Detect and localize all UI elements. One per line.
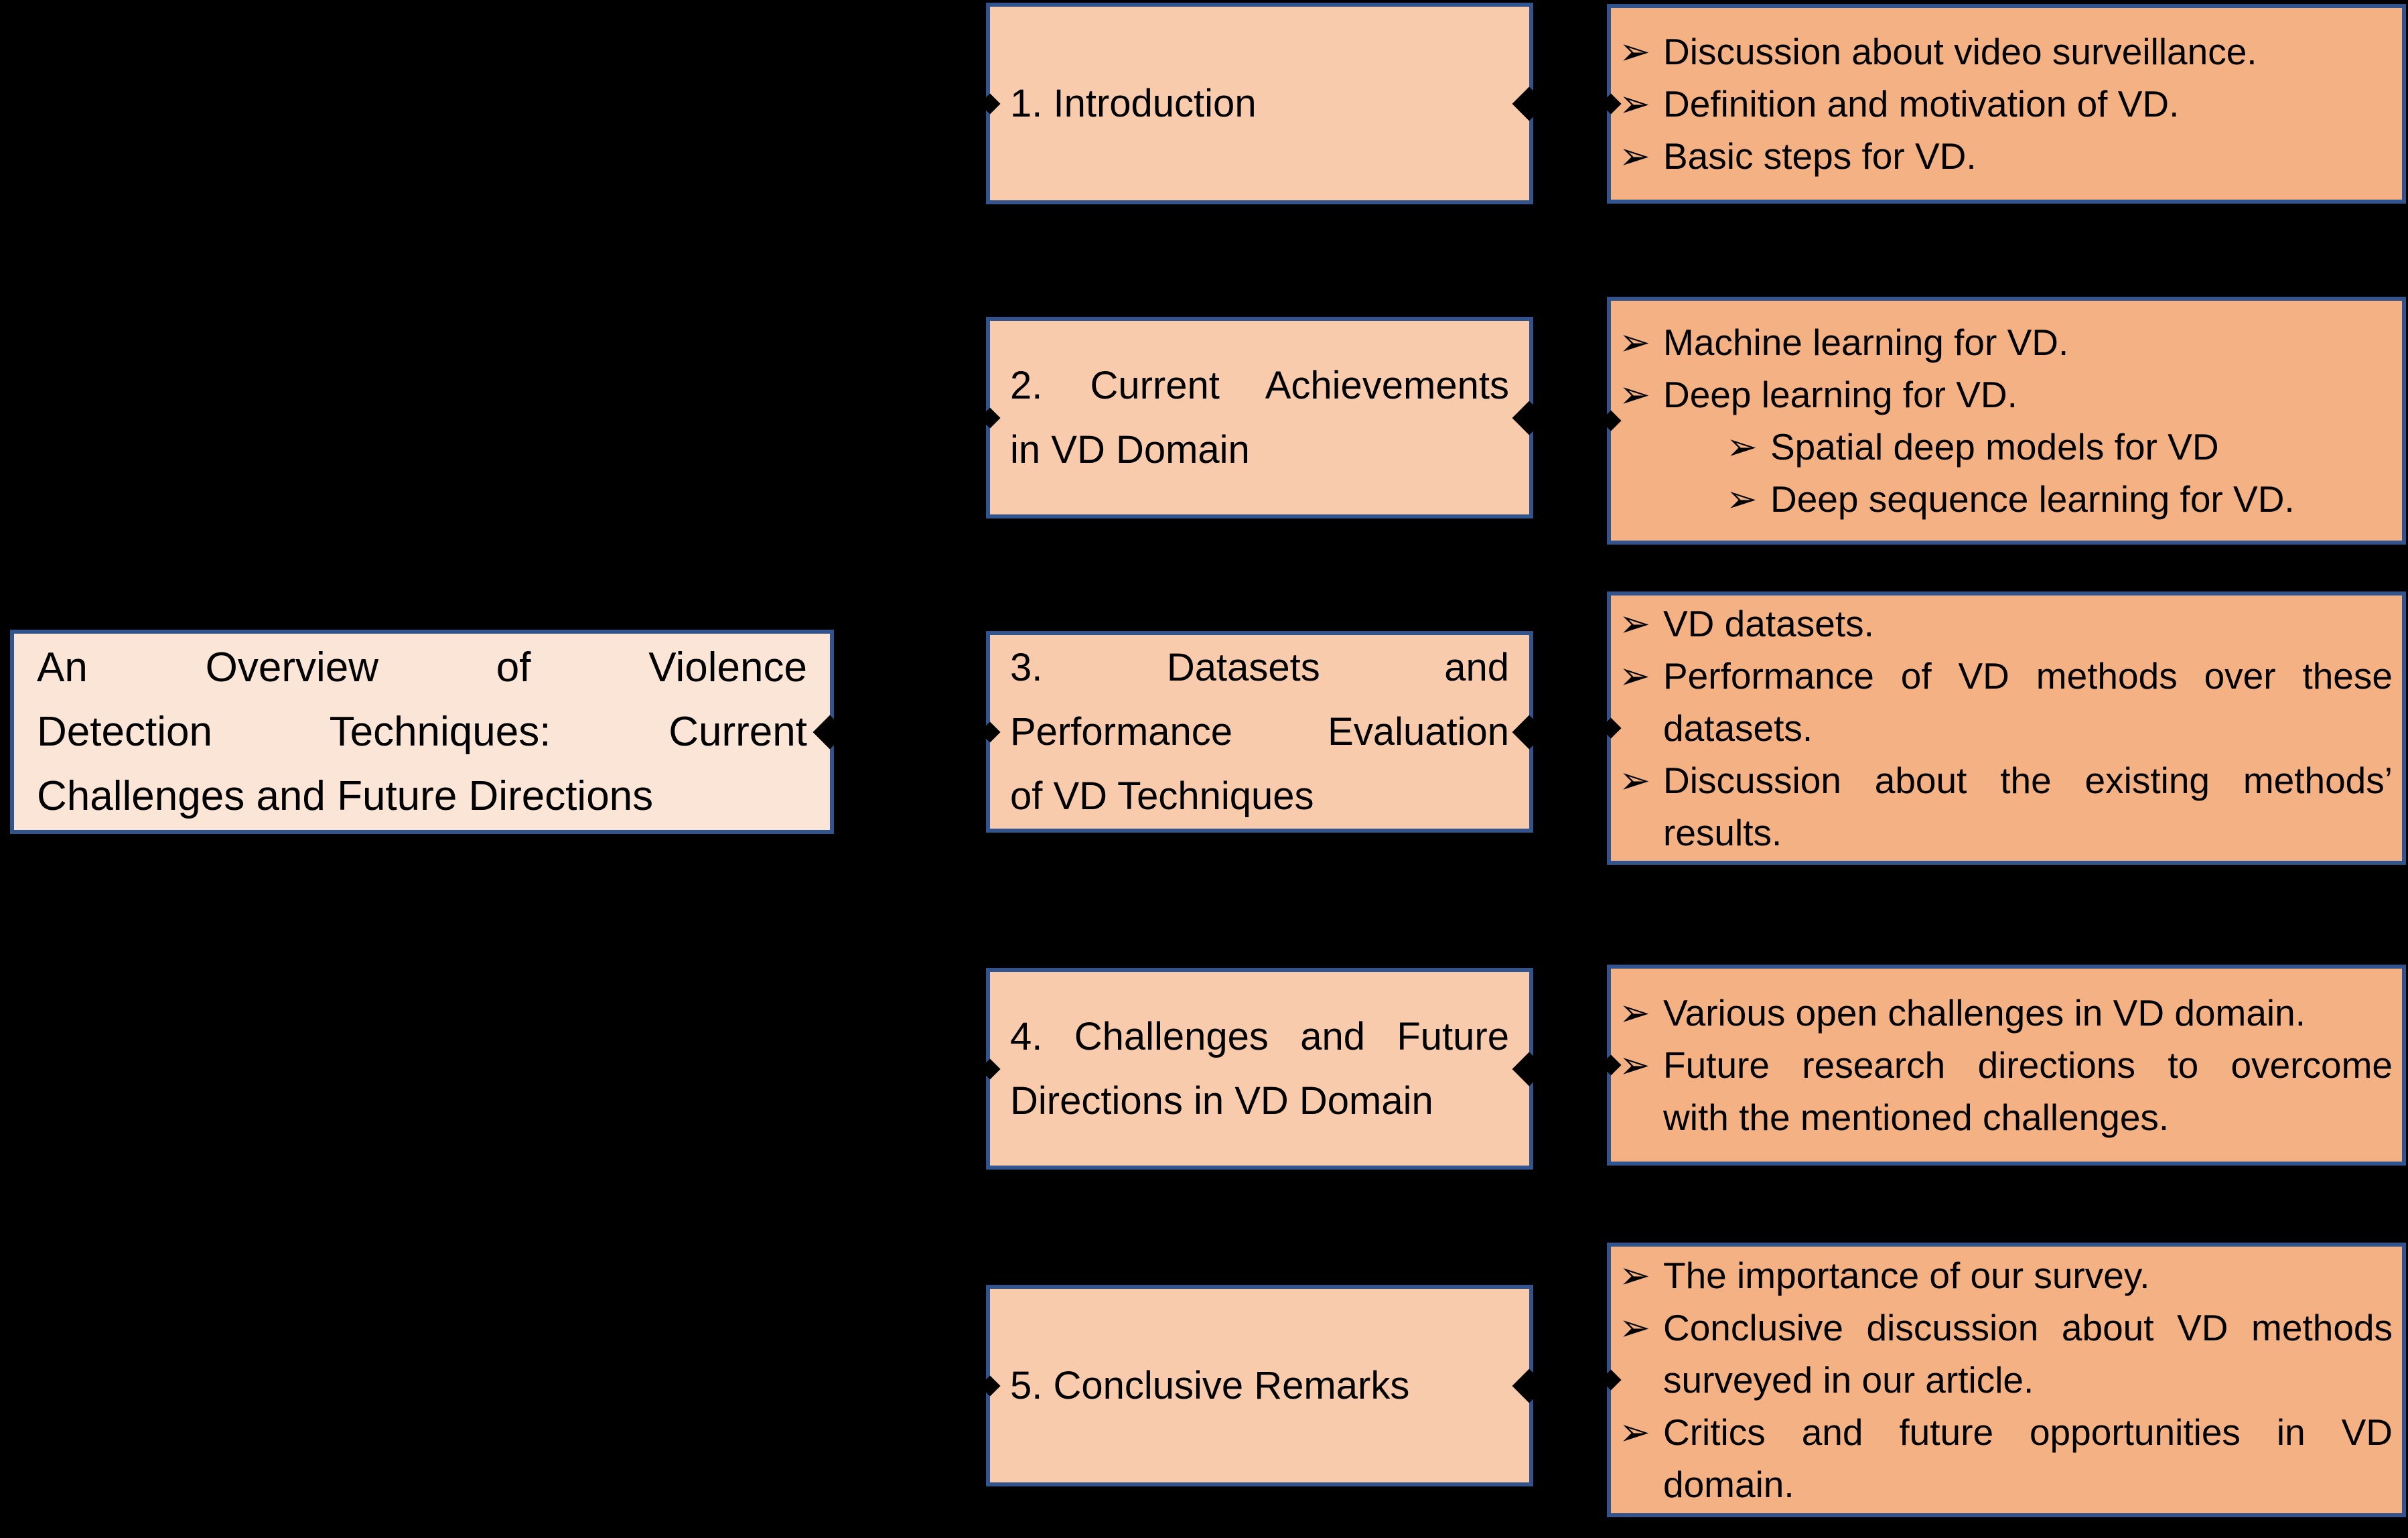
section-label-line: Directions in VD Domain (1010, 1078, 1433, 1123)
bullet-arrow-icon: ➢ (1726, 478, 1758, 520)
bullet-line: Definition and motivation of VD. (1663, 83, 2180, 125)
section-label-line: of VD Techniques (1010, 774, 1314, 818)
section-label-line: in VD Domain (1010, 427, 1250, 472)
connector-tip-icon (979, 1058, 1001, 1080)
connector-tip-icon (1600, 717, 1622, 739)
bullet-item: ➢ Future research directions to overcome… (1619, 1039, 2393, 1143)
bullet-item: ➢ Definition and motivation of VD. (1619, 78, 2393, 130)
bullet-arrow-icon: ➢ (1619, 1411, 1650, 1453)
bullet-line: with the mentioned challenges. (1663, 1097, 2170, 1138)
bullet-arrow-icon: ➢ (1619, 82, 1650, 125)
bullet-item: ➢ Discussion about video surveillance. (1619, 25, 2393, 78)
section-3-box: 3. Datasets and Performance Evaluation o… (979, 631, 1547, 833)
bullet-arrow-icon: ➢ (1619, 1044, 1650, 1086)
connector-arrowhead-icon (1512, 715, 1547, 749)
bullet-line: Spatial deep models for VD (1770, 426, 2219, 468)
bullet-line: Machine learning for VD. (1663, 322, 2069, 363)
bullet-item: ➢ Critics and future opportunities in VD… (1619, 1406, 2393, 1511)
bullet-line: The importance of our survey. (1663, 1255, 2150, 1296)
connector-arrowhead-icon (1512, 1369, 1547, 1403)
bullet-line: datasets. (1663, 707, 1813, 749)
bullet-line: Performance of VD methods over these (1663, 655, 2393, 697)
bullet-arrow-icon: ➢ (1619, 991, 1650, 1034)
connector-tip-icon (1600, 1369, 1622, 1391)
bullet-item: ➢ Performance of VD methods over these d… (1619, 650, 2393, 754)
paper-title-box: An Overview of Violence Detection Techni… (10, 630, 847, 834)
connector-arrowhead-icon (1512, 1052, 1547, 1086)
bullet-arrow-icon: ➢ (1619, 321, 1650, 363)
section-4-box: 4. Challenges and Future Directions in V… (979, 968, 1547, 1170)
bullet-arrow-icon: ➢ (1619, 373, 1650, 415)
bullet-line: Deep learning for VD. (1663, 374, 2017, 415)
section-label-line: Performance Evaluation (1010, 709, 1509, 754)
bullet-item: ➢ VD datasets. (1619, 598, 2393, 650)
connector-tip-icon (1600, 93, 1622, 115)
connector-tip-icon (979, 721, 1001, 743)
connector-arrowhead-icon (1512, 86, 1547, 121)
bullet-arrow-icon: ➢ (1619, 759, 1650, 801)
bullet-line: Deep sequence learning for VD. (1770, 478, 2295, 520)
bullet-arrow-icon: ➢ (1726, 425, 1758, 468)
connector-tip-icon (1600, 410, 1622, 431)
section-label-line: 4. Challenges and Future (1010, 1014, 1509, 1058)
section-1-box: 1. Introduction (979, 3, 1547, 204)
section-4-details-box: ➢ Various open challenges in VD domain. … (1600, 965, 2406, 1166)
bullet-line: Critics and future opportunities in VD (1663, 1411, 2393, 1453)
title-line: An Overview of Violence (37, 644, 807, 691)
section-label-line: 3. Datasets and (1010, 645, 1509, 689)
bullet-item-sub: ➢ Spatial deep models for VD (1726, 421, 2393, 473)
bullet-arrow-icon: ➢ (1619, 30, 1650, 72)
section-5-box: 5. Conclusive Remarks (979, 1285, 1547, 1486)
section-2-details-box: ➢ Machine learning for VD. ➢ Deep learni… (1600, 297, 2406, 545)
bullet-line: surveyed in our article. (1663, 1359, 2034, 1401)
bullet-arrow-icon: ➢ (1619, 1306, 1650, 1348)
section-3-details-box: ➢ VD datasets. ➢ Performance of VD metho… (1600, 591, 2406, 865)
bullet-line: Conclusive discussion about VD methods (1663, 1307, 2393, 1348)
bullet-line: Future research directions to overcome (1663, 1044, 2393, 1086)
bullet-item-sub: ➢ Deep sequence learning for VD. (1726, 473, 2393, 525)
bullet-arrow-icon: ➢ (1619, 1254, 1650, 1296)
bullet-line: Discussion about the existing methods’ (1663, 760, 2393, 801)
bullet-line: results. (1663, 812, 1782, 853)
bullet-item: ➢ Basic steps for VD. (1619, 130, 2393, 182)
section-label-line: 2. Current Achievements (1010, 363, 1509, 407)
bullet-arrow-icon: ➢ (1619, 654, 1650, 697)
bullet-item: ➢ Discussion about the existing methods’… (1619, 754, 2393, 859)
connector-tip-icon (979, 407, 1001, 429)
bullet-item: ➢ Conclusive discussion about VD methods… (1619, 1302, 2393, 1406)
bullet-line: Discussion about video surveillance. (1663, 31, 2257, 72)
section-1-details-box: ➢ Discussion about video surveillance. ➢… (1600, 4, 2406, 204)
connector-arrowhead-icon (1512, 401, 1547, 435)
connector-arrowhead-icon (812, 715, 847, 749)
section-label-line: 5. Conclusive Remarks (1010, 1363, 1410, 1407)
bullet-line: Basic steps for VD. (1663, 135, 1977, 177)
title-line: Detection Techniques: Current (37, 708, 807, 755)
bullet-item: ➢ The importance of our survey. (1619, 1249, 2393, 1302)
connector-tip-icon (1600, 1054, 1622, 1076)
bullet-item: ➢ Deep learning for VD. (1619, 368, 2393, 421)
bullet-item: ➢ Various open challenges in VD domain. (1619, 987, 2393, 1039)
bullet-arrow-icon: ➢ (1619, 602, 1650, 644)
bullet-line: VD datasets. (1663, 603, 1874, 644)
bullet-line: domain. (1663, 1464, 1794, 1505)
connector-tip-icon (979, 1375, 1001, 1397)
section-label-line: 1. Introduction (1010, 81, 1257, 125)
bullet-arrow-icon: ➢ (1619, 135, 1650, 177)
section-2-box: 2. Current Achievements in VD Domain (979, 317, 1547, 518)
section-5-details-box: ➢ The importance of our survey. ➢ Conclu… (1600, 1243, 2406, 1517)
bullet-line: Various open challenges in VD domain. (1663, 992, 2306, 1034)
bullet-item: ➢ Machine learning for VD. (1619, 316, 2393, 368)
connector-tip-icon (979, 92, 1001, 115)
title-line: Challenges and Future Directions (37, 772, 654, 819)
